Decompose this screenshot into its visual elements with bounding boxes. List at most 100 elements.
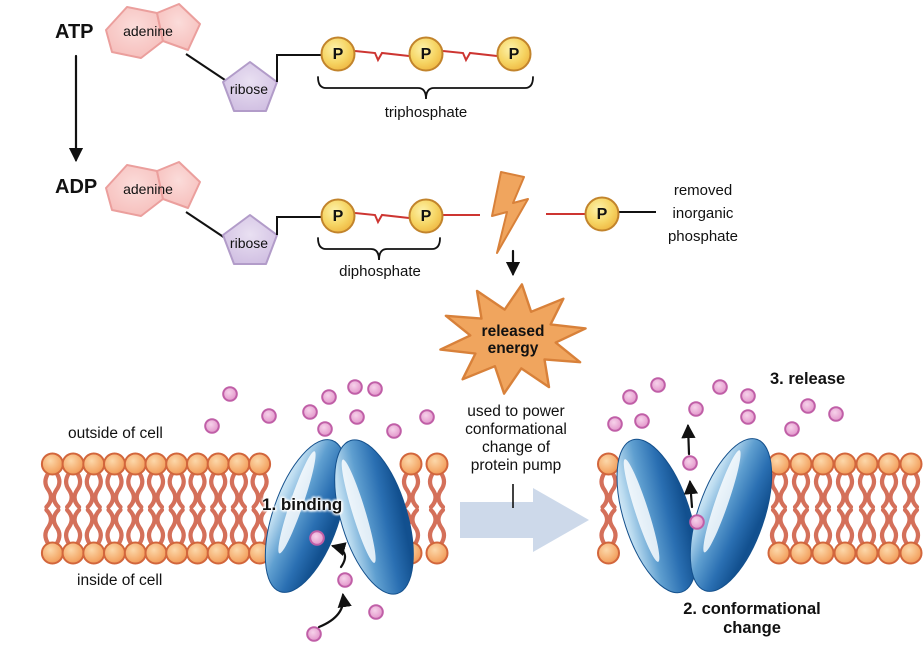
lipid-head — [82, 452, 106, 476]
lipid-head — [103, 541, 126, 565]
molecule-right_outside — [712, 379, 728, 395]
phosphate-circle — [408, 36, 444, 72]
molecule-right_outside — [740, 409, 756, 425]
ribose-phosphate-bond — [276, 54, 322, 82]
molecule-left_outside — [321, 389, 337, 405]
atp-label: ATP — [55, 21, 94, 43]
adenine-label-adp: adenine — [123, 181, 173, 197]
lipid-head — [877, 541, 901, 565]
phosphate-letter: P — [420, 207, 432, 225]
triphosphate-brace — [317, 76, 534, 100]
molecule-right_outside — [784, 421, 800, 437]
molecule-right_outside — [650, 377, 666, 393]
inside-of-cell-label: inside of cell — [77, 572, 163, 589]
high-energy-bond-2 — [442, 50, 498, 63]
phosphate-letter: P — [508, 45, 520, 63]
phospholipid-bilayer — [40, 452, 923, 565]
lipid-head — [123, 541, 147, 565]
ribose-shape-atp — [222, 61, 278, 112]
lipid-head — [425, 452, 449, 476]
molecule-right_outside — [800, 398, 816, 414]
molecule-left_outside — [386, 423, 402, 439]
lipid-head — [855, 452, 879, 476]
outside-of-cell-label: outside of cell — [68, 425, 163, 442]
lipid-head — [248, 452, 272, 476]
binding-arrow-2 — [317, 592, 352, 629]
removed-phosphate-label: removed inorganic phosphate — [667, 182, 739, 245]
lipid-head — [186, 541, 209, 565]
lipid-head — [61, 452, 85, 476]
triphosphate-label: triphosphate — [384, 104, 468, 121]
lipid-head — [833, 452, 857, 476]
molecule-right_outside — [688, 401, 704, 417]
lipid-head — [811, 541, 835, 565]
adenine-shape-atp-2 — [156, 3, 201, 51]
left-pump-right-lobe — [334, 439, 414, 595]
lipid-head — [103, 452, 126, 476]
lipid-head — [811, 452, 835, 476]
phosphate-circle-adp — [320, 198, 356, 234]
lipid-head — [399, 452, 423, 476]
phosphate-letter: P — [332, 207, 344, 225]
molecule-left_bound — [309, 530, 325, 546]
step-2-conformational-change-label: 2. conformational change — [683, 600, 821, 637]
phosphate-letter: P — [332, 45, 344, 63]
energy-release — [439, 171, 587, 395]
diphosphate-label: diphosphate — [339, 263, 421, 280]
atp-structure — [68, 3, 534, 163]
left-pump-left-lobe — [264, 439, 348, 593]
high-energy-bond-adp — [354, 212, 410, 225]
molecule-left_outside — [367, 381, 383, 397]
molecule-left_outside — [204, 418, 220, 434]
ribose-shape-adp — [222, 214, 278, 265]
lipid-head — [144, 452, 168, 476]
molecule-right_channel — [689, 514, 705, 530]
lipid-head — [855, 541, 879, 565]
lipid-head — [144, 541, 168, 565]
phosphate-letter: P — [420, 45, 432, 63]
lipid-head — [789, 541, 813, 565]
right-pump-right-lobe — [689, 438, 773, 592]
step-3-release-label: 3. release — [770, 370, 846, 388]
lipid-head — [899, 452, 923, 476]
ribose-phosphate-bond-adp — [276, 216, 322, 235]
ribose-label-adp: ribose — [229, 235, 269, 251]
lipid-head — [165, 452, 189, 476]
adp-structure — [105, 161, 656, 265]
protein-pumps — [264, 438, 773, 595]
right-pump-left-lobe — [616, 438, 698, 594]
molecule-left_outside — [419, 409, 435, 425]
lipid-head — [767, 541, 791, 565]
lipid-head — [833, 541, 857, 565]
phosphate-circle — [496, 36, 532, 72]
adenine-shape-adp-2 — [156, 161, 201, 209]
phosphate-circle-adp — [408, 198, 444, 234]
lipid-head — [61, 541, 85, 565]
release-arrow-1 — [681, 423, 696, 456]
lipid-head — [206, 452, 230, 476]
transported-molecules — [204, 377, 844, 642]
transition-arrow — [460, 488, 589, 552]
lipid-head — [425, 541, 449, 565]
lipid-head — [123, 452, 147, 476]
diphosphate-brace — [317, 237, 441, 261]
lipid-head — [789, 452, 813, 476]
lipid-head — [40, 452, 64, 476]
molecule-left_outside — [317, 421, 333, 437]
ribose-label-atp: ribose — [229, 81, 269, 97]
molecule-left_inside — [337, 572, 353, 588]
lipid-head — [227, 452, 251, 476]
molecule-left_inside — [306, 626, 322, 642]
molecule-left_inside — [368, 604, 384, 620]
used-to-power-label: used to power conformational change of p… — [465, 403, 567, 474]
lipid-head — [597, 452, 620, 476]
binding-arrow-1 — [330, 542, 347, 569]
molecule-left_outside — [349, 409, 365, 425]
lipid-head — [227, 541, 251, 565]
lipid-head — [206, 541, 230, 565]
phosphate-letter: P — [596, 205, 608, 223]
released-energy-starburst-icon — [439, 283, 587, 395]
phosphate-circle — [320, 36, 356, 72]
